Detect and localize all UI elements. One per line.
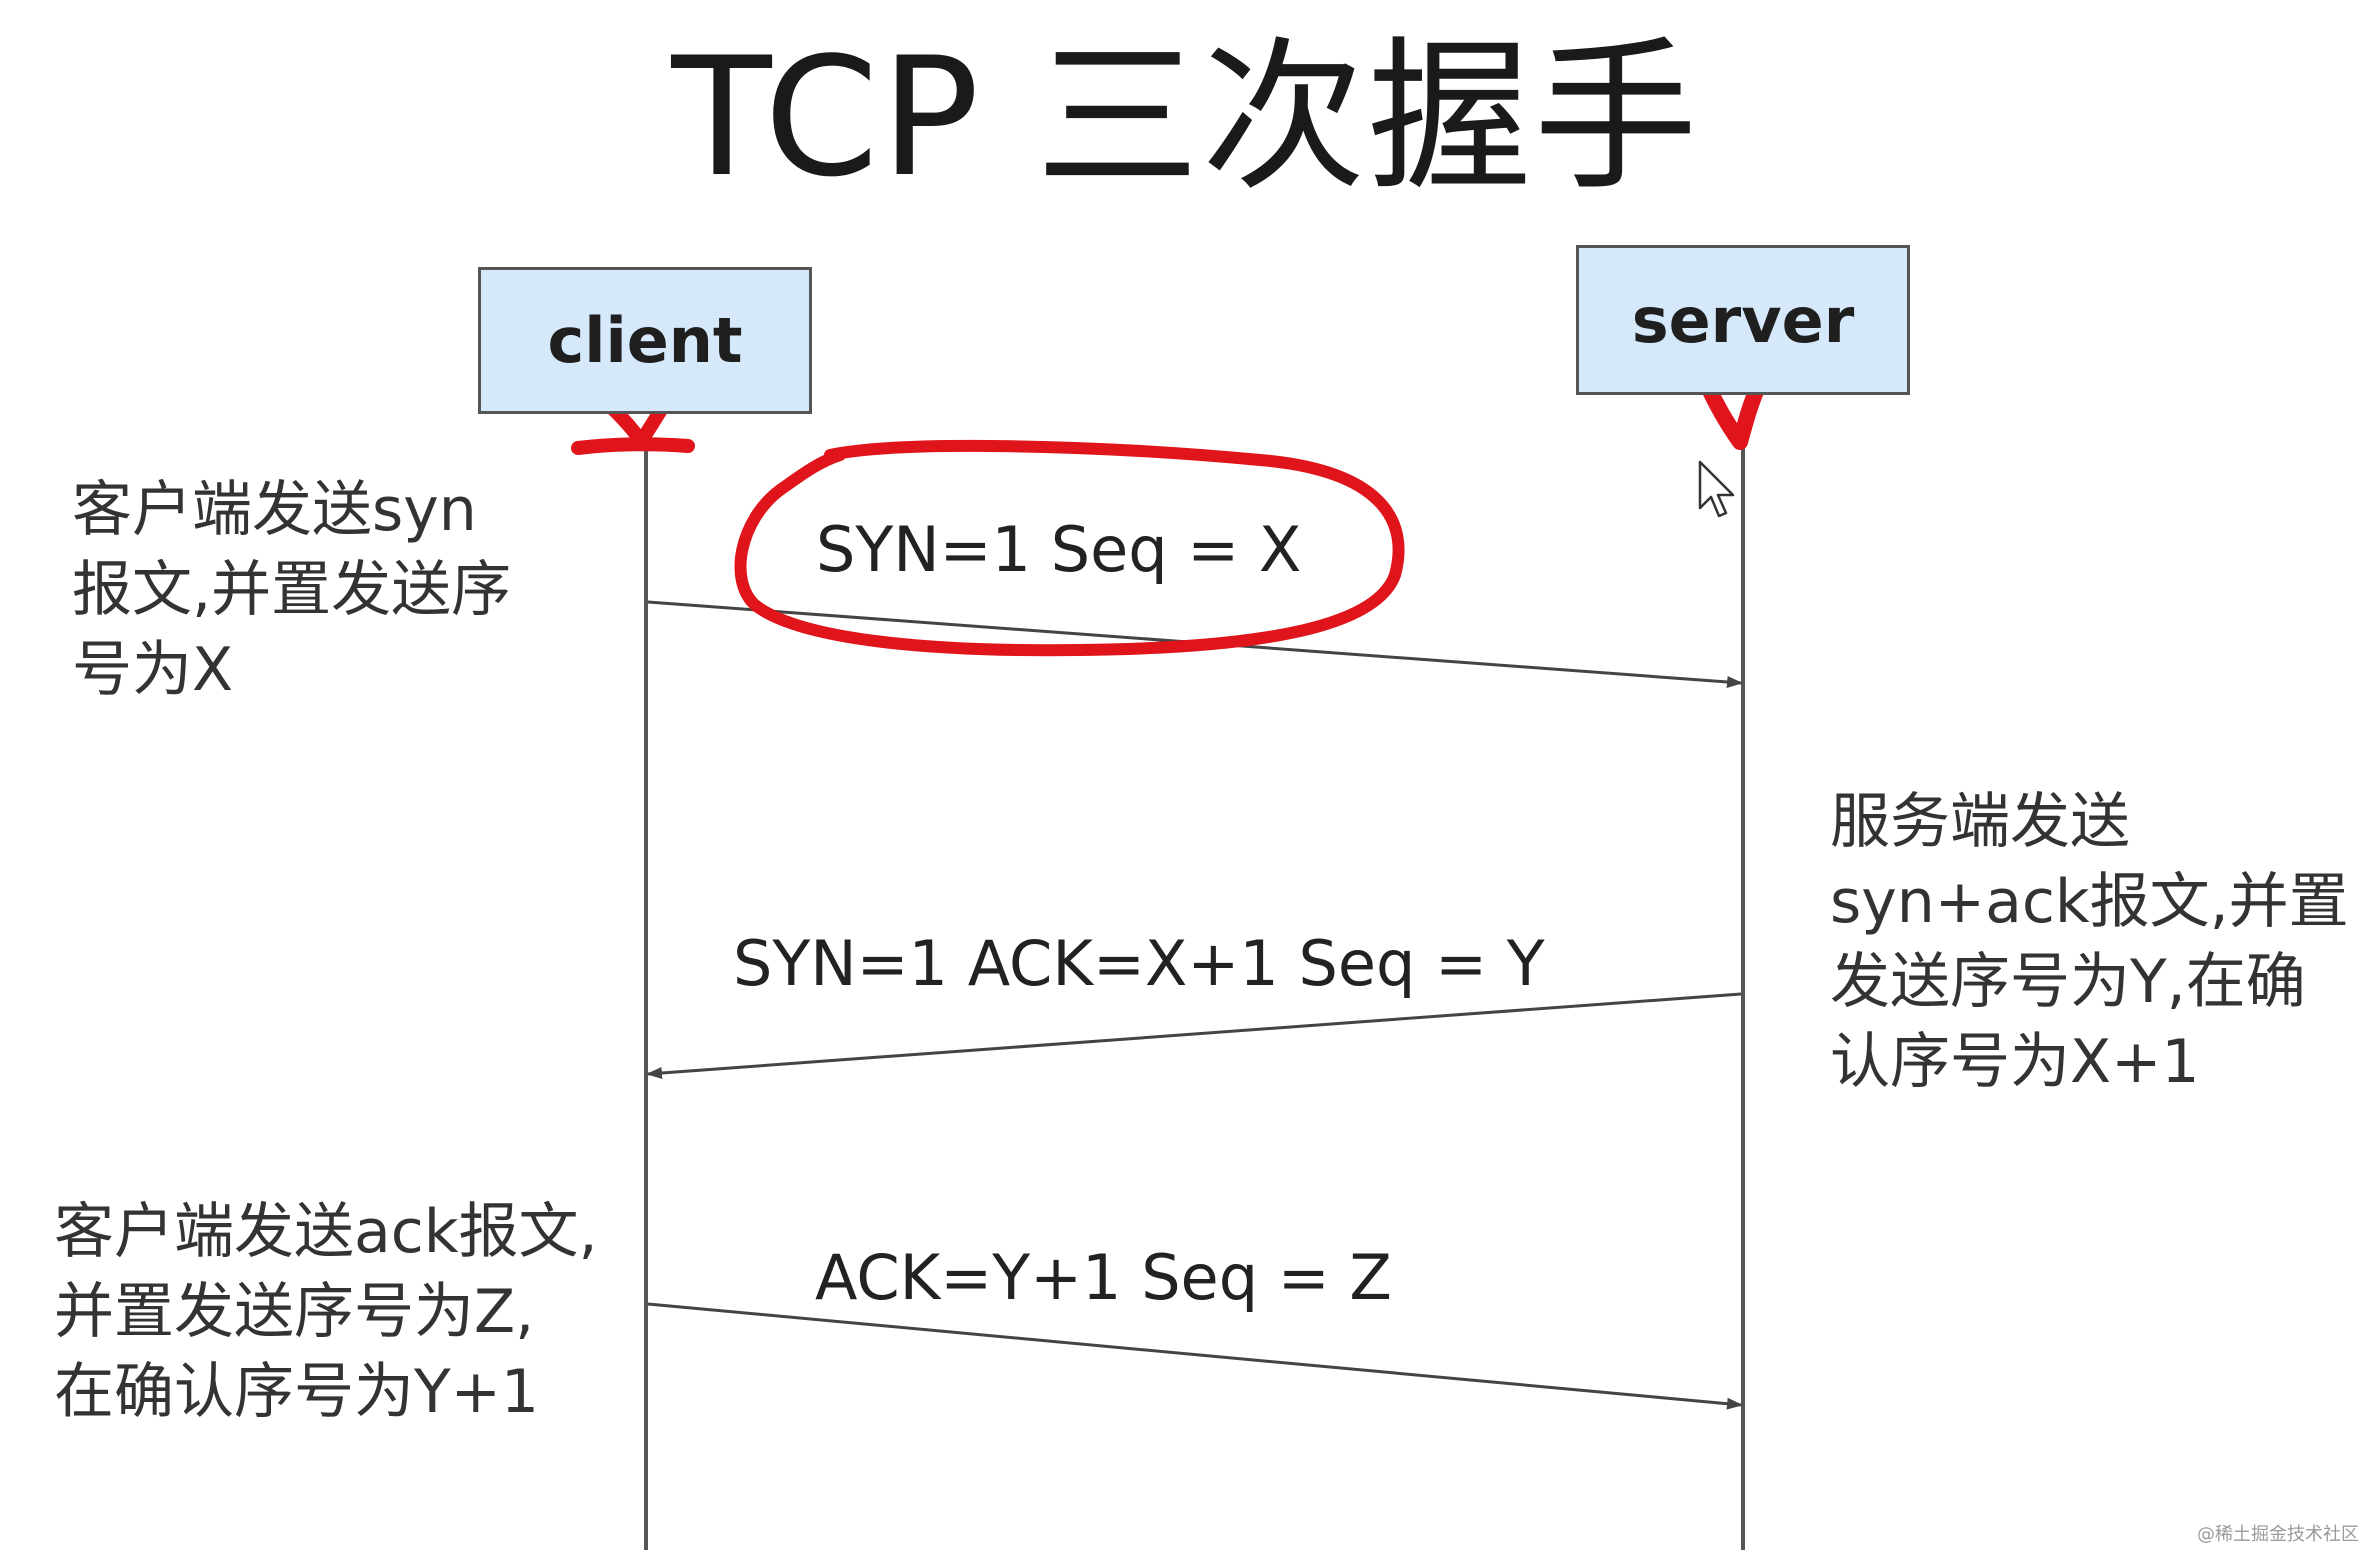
client-box: client	[478, 267, 812, 414]
server-label: server	[1631, 283, 1855, 357]
synack-message-label: SYN=1 ACK=X+1 Seq = Y	[733, 927, 1545, 1000]
syn-message-label: SYN=1 Seq = X	[816, 513, 1302, 586]
client-ack-note: 客户端发送ack报文, 并置发送序号为Z, 在确认序号为Y+1	[54, 1192, 598, 1432]
note-line: 在确认序号为Y+1	[54, 1357, 540, 1427]
ack-message-label: ACK=Y+1 Seq = Z	[815, 1241, 1392, 1314]
note-line: 认序号为X+1	[1830, 1027, 2200, 1097]
note-line: 并置发送序号为Z,	[54, 1277, 535, 1347]
note-line: 报文,并置发送序	[72, 555, 512, 625]
server-check-mark	[1698, 370, 1770, 450]
client-syn-note: 客户端发送syn 报文,并置发送序 号为X	[72, 470, 511, 710]
ack-arrow	[647, 1302, 1743, 1410]
note-line: 服务端发送	[1830, 787, 2130, 857]
note-line: 号为X	[72, 635, 234, 705]
synack-arrow	[646, 992, 1742, 1079]
server-synack-note: 服务端发送 syn+ack报文,并置 发送序号为Y,在确 认序号为X+1	[1830, 782, 2349, 1102]
watermark: @稀土掘金技术社区	[2197, 1524, 2359, 1545]
note-line: syn+ack报文,并置	[1830, 867, 2349, 937]
client-label: client	[547, 304, 743, 377]
note-line: 客户端发送syn	[72, 475, 477, 545]
server-box: server	[1576, 245, 1910, 395]
note-line: 发送序号为Y,在确	[1830, 947, 2306, 1017]
cursor-icon	[1698, 460, 1735, 518]
syn-highlight-circle	[734, 439, 1405, 657]
note-line: 客户端发送ack报文,	[54, 1197, 598, 1267]
diagram-title: TCP 三次握手	[671, 22, 1700, 213]
